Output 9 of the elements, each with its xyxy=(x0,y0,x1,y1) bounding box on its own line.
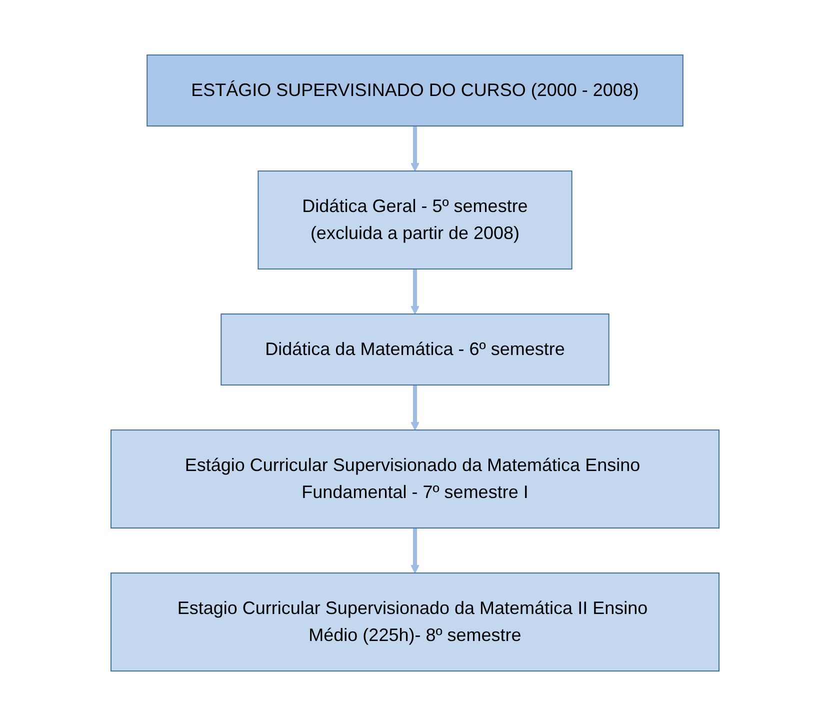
arrow xyxy=(410,528,419,574)
arrow xyxy=(410,385,419,430)
arrow xyxy=(410,126,419,172)
node-box: Estagio Curricular Supervisionado da Matemática II Ensino Médio (225h)- 8º semestre xyxy=(110,572,719,672)
arrow xyxy=(410,269,419,314)
node-box: Estágio Curricular Supervisionado da Matemática Ensino Fundamental - 7º semestre I xyxy=(110,430,719,528)
node-box: ESTÁGIO SUPERVISINADO DO CURSO (2000 - 2008) xyxy=(146,54,683,126)
node-box: Didática da Matemática - 6º semestre xyxy=(220,314,609,386)
node-box: Didática Geral - 5º semestre (excluida a partir de 2008) xyxy=(257,170,572,270)
